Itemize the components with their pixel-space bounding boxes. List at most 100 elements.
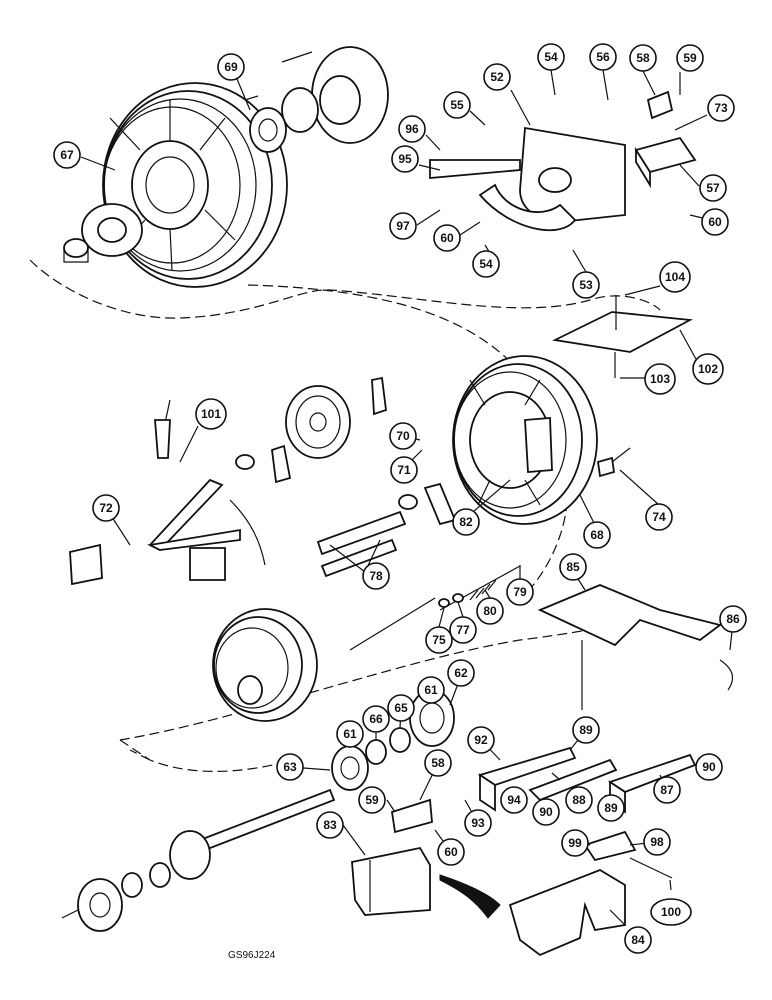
- callout-54-b: 54: [472, 250, 500, 278]
- callout-69: 69: [217, 53, 245, 81]
- callout-62-label: 62: [454, 666, 468, 680]
- callout-99-label: 99: [568, 836, 582, 850]
- callout-102: 102: [692, 353, 724, 385]
- callout-72: 72: [92, 494, 120, 522]
- callout-92-label: 92: [474, 733, 488, 747]
- callout-103: 103: [644, 363, 676, 395]
- callout-104-label: 104: [665, 270, 685, 284]
- idler-pulley-upper: [271, 376, 387, 484]
- callout-93-label: 93: [471, 816, 485, 830]
- callout-77: 77: [449, 616, 477, 644]
- callout-60-c: 60: [437, 838, 465, 866]
- callout-86-label: 86: [726, 612, 740, 626]
- bracket-92: [477, 746, 577, 812]
- bearing-flange-top: [244, 46, 389, 153]
- callout-90-label-b: 90: [702, 760, 716, 774]
- callout-56-label: 56: [596, 50, 610, 64]
- callout-96: 96: [398, 115, 426, 143]
- callout-54-top: 54: [537, 43, 565, 71]
- callout-54-label: 54: [544, 50, 558, 64]
- bracket-lower-left: [69, 543, 226, 586]
- callout-61-label: 61: [424, 683, 438, 697]
- callout-56: 56: [589, 43, 617, 71]
- callout-84: 84: [624, 926, 652, 954]
- shield-84: [508, 869, 626, 957]
- callout-57: 57: [699, 174, 727, 202]
- plate-58: [646, 90, 674, 120]
- callout-74-label: 74: [652, 510, 666, 524]
- spring-rod: [438, 565, 521, 611]
- callout-55: 55: [443, 91, 471, 119]
- plate-102: [552, 295, 694, 378]
- arrow-to-84: [439, 874, 501, 919]
- callout-98: 98: [643, 828, 671, 856]
- callout-60-a: 60: [433, 224, 461, 252]
- callout-104: 104: [659, 261, 691, 293]
- callout-63: 63: [276, 753, 304, 781]
- callout-94-label: 94: [507, 793, 521, 807]
- callout-59-b: 59: [358, 786, 386, 814]
- callout-73: 73: [707, 94, 735, 122]
- callout-98-label: 98: [650, 835, 664, 849]
- bracket-98: [583, 830, 673, 879]
- lower-shaft: [61, 788, 336, 932]
- callout-63-label: 63: [283, 760, 297, 774]
- long-rod: [349, 597, 436, 651]
- callout-60-label: 60: [440, 231, 454, 245]
- callout-58-label: 58: [636, 51, 650, 65]
- bracket-88: [528, 758, 618, 802]
- callout-94: 94: [500, 786, 528, 814]
- lower-sheave: [212, 608, 318, 722]
- callout-71-label: 71: [397, 463, 411, 477]
- callout-60-label-c: 60: [444, 845, 458, 859]
- callout-59-label-b: 59: [365, 793, 379, 807]
- callout-97: 97: [389, 212, 417, 240]
- callout-90-label: 90: [539, 805, 553, 819]
- callout-55-label: 55: [450, 98, 464, 112]
- callout-89-label: 89: [579, 723, 593, 737]
- callout-61-b: 61: [336, 720, 364, 748]
- callout-71: 71: [390, 456, 418, 484]
- callout-61-label-b: 61: [343, 727, 357, 741]
- callout-93: 93: [464, 809, 492, 837]
- callout-102-label: 102: [698, 362, 718, 376]
- callout-100-label: 100: [661, 905, 681, 919]
- callout-77-label: 77: [456, 623, 470, 637]
- callout-87: 87: [653, 776, 681, 804]
- callout-95-label: 95: [398, 152, 412, 166]
- callout-100: 100: [650, 898, 692, 926]
- callout-78: 78: [362, 562, 390, 590]
- callout-90-b: 90: [695, 753, 723, 781]
- callout-88: 88: [565, 786, 593, 814]
- callout-58-top: 58: [629, 44, 657, 72]
- dashed-group-upper: [29, 259, 661, 319]
- callout-66: 66: [362, 705, 390, 733]
- bearing-stack: [331, 689, 455, 791]
- callout-72-label: 72: [99, 501, 113, 515]
- callout-89-a: 89: [572, 716, 600, 744]
- shield-bracket-52: [429, 126, 626, 232]
- callout-95: 95: [391, 145, 419, 173]
- callout-82-label: 82: [459, 515, 473, 529]
- callout-65: 65: [387, 694, 415, 722]
- callout-61-a: 61: [417, 676, 445, 704]
- callout-82: 82: [452, 508, 480, 536]
- shield-83: [351, 846, 431, 916]
- figure-code: GS96J224: [228, 950, 276, 961]
- callout-99: 99: [561, 829, 589, 857]
- callout-68: 68: [583, 521, 611, 549]
- callout-70-label: 70: [396, 429, 410, 443]
- callout-88-label: 88: [572, 793, 586, 807]
- callout-80: 80: [476, 597, 504, 625]
- callout-80-label: 80: [483, 604, 497, 618]
- callout-69-label: 69: [224, 60, 238, 74]
- bracket-58-lower: [390, 798, 433, 834]
- callout-54-label-b: 54: [479, 257, 493, 271]
- callout-83-label: 83: [323, 818, 337, 832]
- callout-70: 70: [389, 422, 417, 450]
- callout-75: 75: [425, 626, 453, 654]
- callout-60-b: 60: [701, 208, 729, 236]
- callout-85-label: 85: [566, 560, 580, 574]
- callout-58-label-b: 58: [431, 756, 445, 770]
